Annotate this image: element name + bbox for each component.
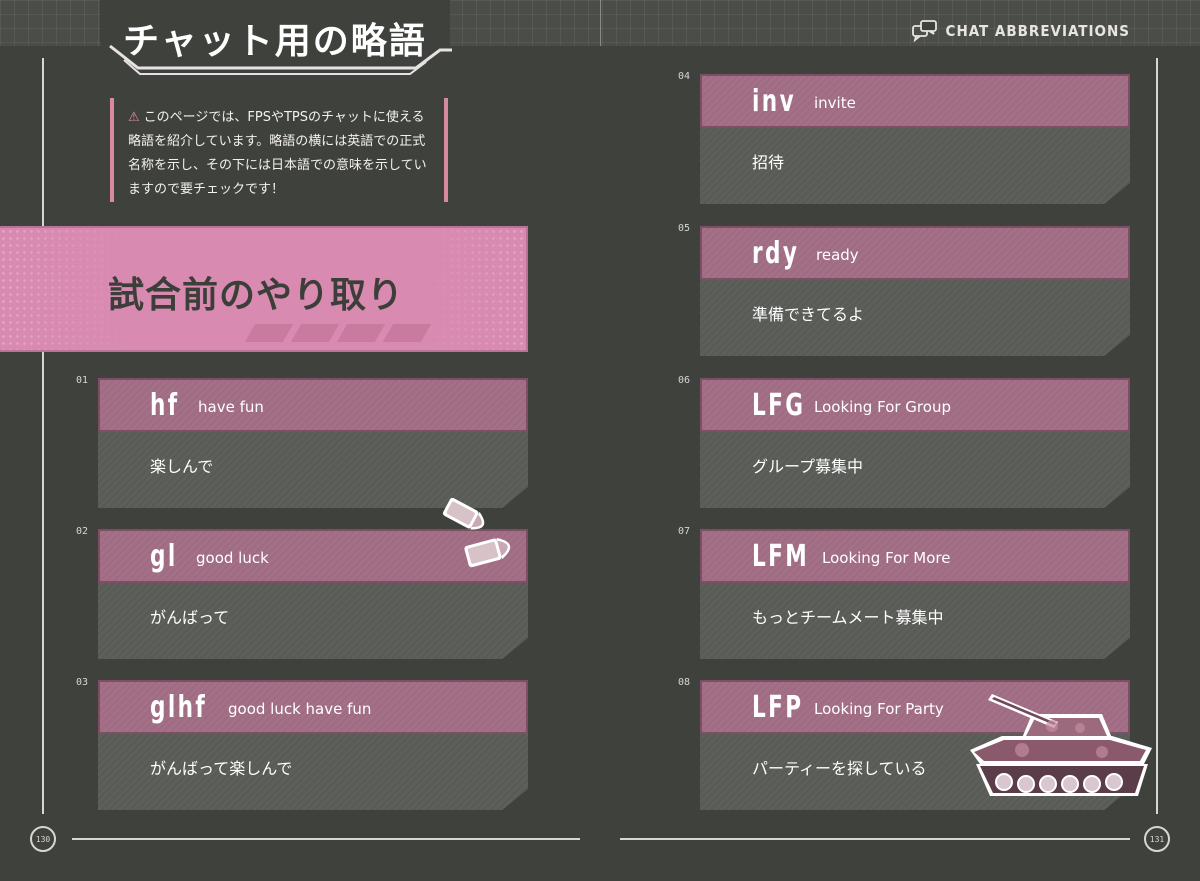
page-number-right: 131 xyxy=(1144,826,1170,852)
page-number-left: 130 xyxy=(30,826,56,852)
abbreviation: inv xyxy=(752,84,797,119)
abbr-card-rdy: 05 rdy ready 準備できてるよ xyxy=(678,223,1130,356)
full-name: good luck xyxy=(196,549,269,567)
card-body: 招待 xyxy=(700,128,1130,204)
abbreviation: rdy xyxy=(752,236,800,271)
meaning: もっとチームメート募集中 xyxy=(752,608,944,627)
item-number: 07 xyxy=(678,526,691,537)
card-head: inv invite xyxy=(700,74,1130,128)
full-name: ready xyxy=(816,246,859,264)
section-banner: 試合前のやり取り xyxy=(0,226,528,352)
meaning: がんばって楽しんで xyxy=(150,759,293,778)
meaning: 招待 xyxy=(752,153,785,172)
item-number: 01 xyxy=(76,375,89,386)
chat-bubbles-icon xyxy=(911,20,937,42)
abbreviation: hf xyxy=(150,388,180,423)
right-frame-line xyxy=(1156,58,1158,814)
full-name: have fun xyxy=(198,398,264,416)
section-label: CHAT ABBREVIATIONS xyxy=(911,20,1130,42)
abbr-card-lfg: 06 LFG Looking For Group グループ募集中 xyxy=(678,375,1130,508)
abbreviation: LFM xyxy=(752,539,810,574)
banner-stripes xyxy=(244,324,432,342)
abbreviation: glhf xyxy=(150,690,208,725)
bottom-frame-line-right xyxy=(620,838,1130,840)
bottom-frame-line-left xyxy=(72,838,580,840)
abbreviation: LFG xyxy=(752,388,806,423)
card-head: hf have fun xyxy=(98,378,528,432)
abbr-card-gl: 02 gl good luck がんばって xyxy=(76,526,528,659)
meaning: がんばって xyxy=(150,608,230,627)
card-head: LFG Looking For Group xyxy=(700,378,1130,432)
full-name: good luck have fun xyxy=(228,700,372,718)
intro-note: ⚠このページでは、FPSやTPSのチャットに使える略語を紹介しています。略語の横… xyxy=(110,98,448,202)
card-head: gl good luck xyxy=(98,529,528,583)
full-name: Looking For Group xyxy=(814,398,951,416)
full-name: invite xyxy=(814,94,856,112)
warning-icon: ⚠ xyxy=(128,110,140,125)
item-number: 02 xyxy=(76,526,89,537)
meaning: グループ募集中 xyxy=(752,457,864,476)
card-head: LFM Looking For More xyxy=(700,529,1130,583)
card-head: rdy ready xyxy=(700,226,1130,280)
item-number: 08 xyxy=(678,677,691,688)
item-number: 04 xyxy=(678,71,691,82)
intro-note-text: このページでは、FPSやTPSのチャットに使える略語を紹介しています。略語の横に… xyxy=(128,110,427,197)
tank-illustration xyxy=(970,694,1152,796)
card-body: 楽しんで xyxy=(98,432,528,508)
left-frame-line-lower xyxy=(42,352,44,814)
card-body: がんばって xyxy=(98,583,528,659)
bullets-illustration xyxy=(442,497,511,568)
abbr-card-hf: 01 hf have fun 楽しんで xyxy=(76,375,528,508)
abbreviation: gl xyxy=(150,539,178,574)
abbr-card-lfm: 07 LFM Looking For More もっとチームメート募集中 xyxy=(678,526,1130,659)
meaning: パーティーを探している xyxy=(752,759,927,778)
item-number: 05 xyxy=(678,223,691,234)
title-plate-shape xyxy=(100,0,452,75)
title-plate: チャット用の略語 xyxy=(100,0,460,76)
card-body: グループ募集中 xyxy=(700,432,1130,508)
abbr-card-glhf: 03 glhf good luck have fun がんばって楽しんで xyxy=(76,677,528,810)
item-number: 06 xyxy=(678,375,691,386)
section-banner-title: 試合前のやり取り xyxy=(108,275,405,316)
card-head: glhf good luck have fun xyxy=(98,680,528,734)
section-label-text: CHAT ABBREVIATIONS xyxy=(945,22,1130,40)
abbr-card-inv: 04 inv invite 招待 xyxy=(678,71,1130,204)
full-name: Looking For More xyxy=(822,549,951,567)
full-name: Looking For Party xyxy=(814,700,944,718)
card-body: もっとチームメート募集中 xyxy=(700,583,1130,659)
card-body: がんばって楽しんで xyxy=(98,734,528,810)
meaning: 準備できてるよ xyxy=(752,305,865,324)
meaning: 楽しんで xyxy=(150,457,214,476)
card-body: 準備できてるよ xyxy=(700,280,1130,356)
top-divider xyxy=(600,0,601,46)
abbreviation: LFP xyxy=(752,690,804,725)
item-number: 03 xyxy=(76,677,89,688)
page-title: チャット用の略語 xyxy=(123,21,427,62)
left-frame-line xyxy=(42,58,44,226)
